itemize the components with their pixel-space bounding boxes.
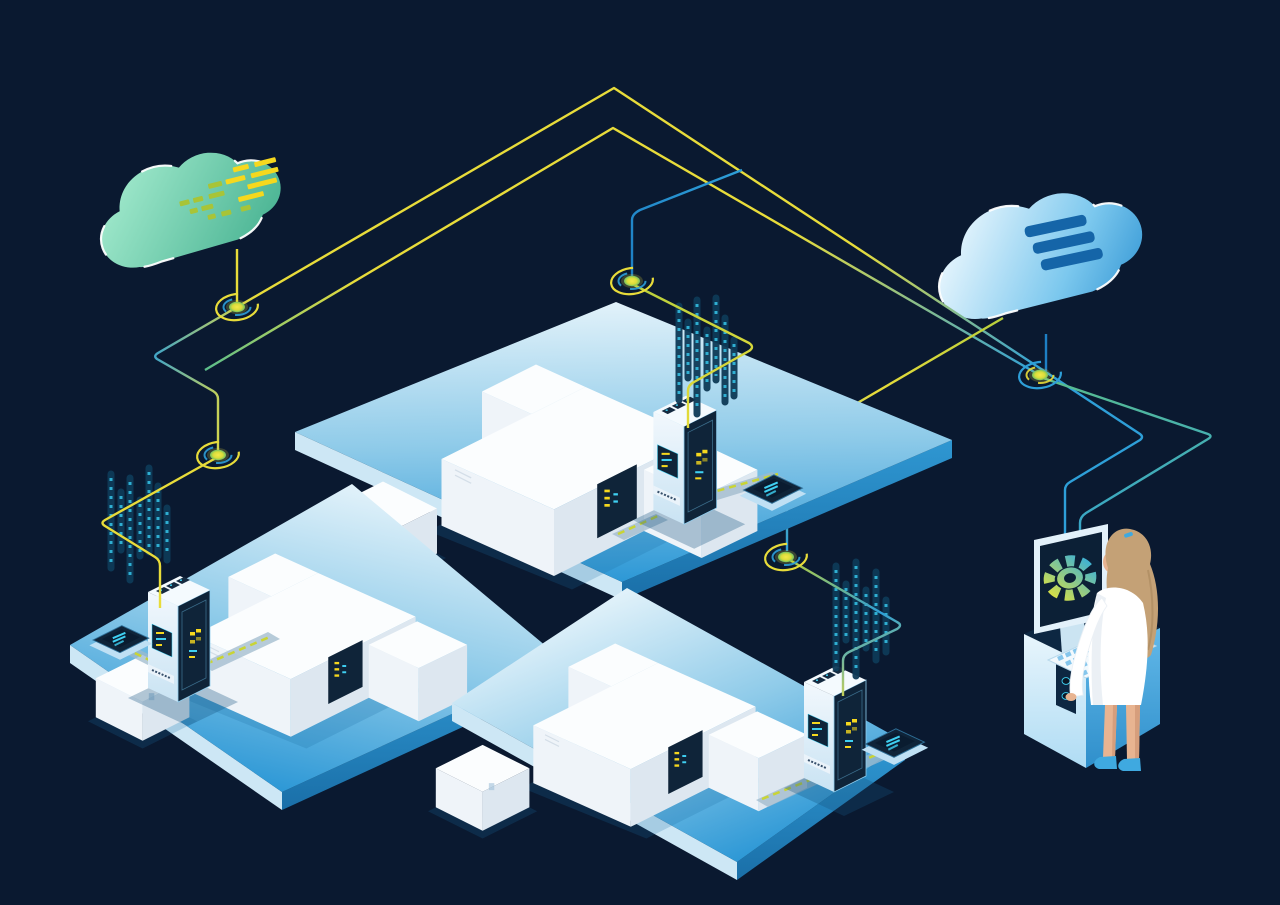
gear-icon bbox=[1043, 555, 1097, 601]
inner-circuit-line bbox=[204, 126, 1037, 375]
data-stream-middle bbox=[675, 294, 738, 418]
node4-cabinet-cable bbox=[101, 456, 217, 608]
shoes bbox=[1094, 756, 1141, 771]
data-stream-bottom bbox=[832, 558, 890, 680]
monitor bbox=[1034, 524, 1108, 654]
hand bbox=[1065, 693, 1077, 701]
scientist bbox=[1065, 528, 1159, 771]
green-cloud bbox=[85, 135, 294, 277]
lab-coat bbox=[1088, 587, 1148, 705]
menu-lines-icon bbox=[1024, 214, 1103, 271]
code-lines-icon bbox=[179, 157, 279, 220]
node2-feed-line bbox=[630, 168, 743, 276]
blue-cloud bbox=[923, 176, 1155, 329]
conveyor-strip bbox=[200, 632, 280, 671]
node5-cabinet-cable bbox=[787, 557, 902, 696]
coat-arm bbox=[1069, 597, 1108, 698]
legs bbox=[1103, 705, 1140, 760]
panel-button bbox=[1061, 677, 1071, 685]
node3-console-line bbox=[1039, 375, 1212, 574]
node2-cabinet-cable bbox=[631, 282, 754, 428]
cabinet-cables bbox=[101, 282, 902, 696]
hair-clip bbox=[1124, 532, 1133, 538]
platform-bottom bbox=[427, 588, 930, 880]
outer-circuit-line bbox=[154, 86, 1144, 572]
platform-middle bbox=[295, 302, 952, 600]
